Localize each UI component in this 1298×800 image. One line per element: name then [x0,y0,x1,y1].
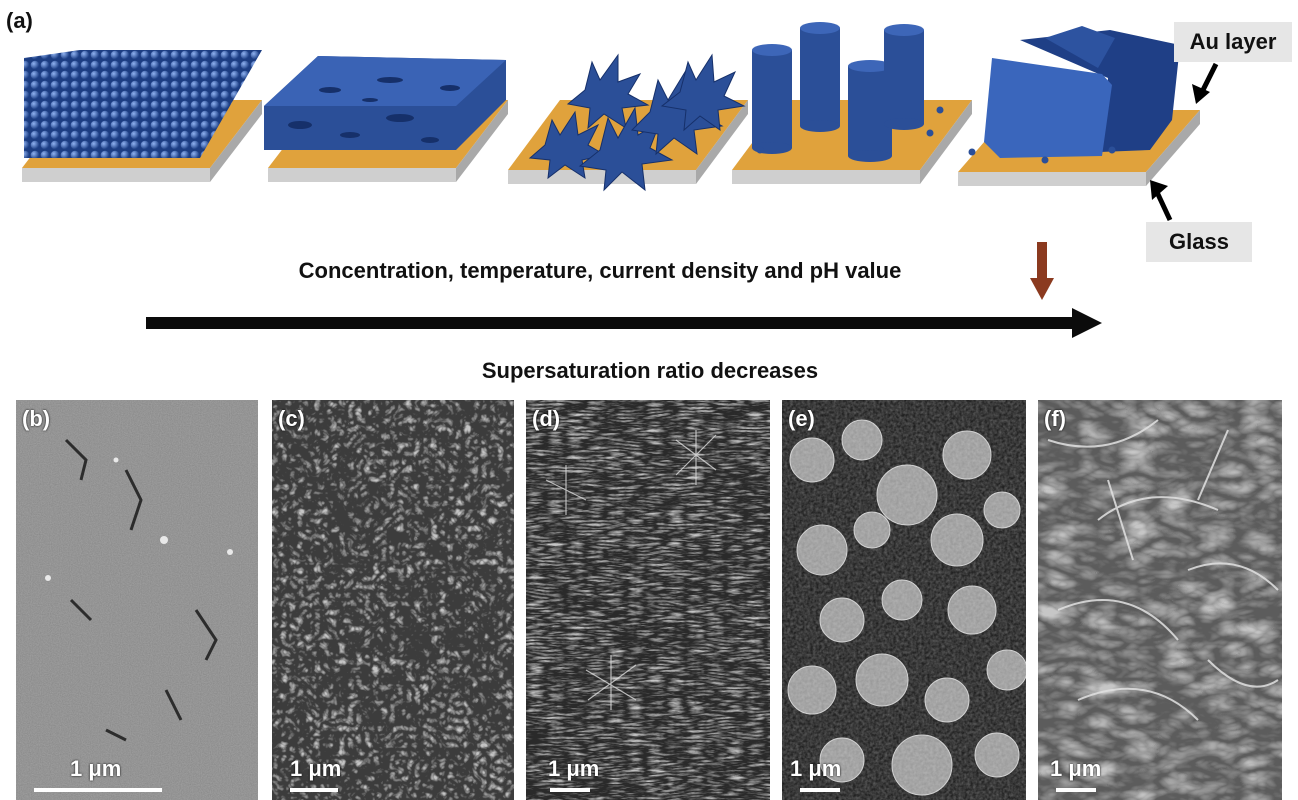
scale-bar-d [550,788,590,792]
scale-label-e: 1 μm [790,756,842,781]
panel-label-f: (f) [1044,406,1066,431]
nanoparticle-film [24,50,262,158]
scale-label-c: 1 μm [290,756,342,781]
glass-callout: Glass [1146,222,1252,262]
sem-panel-e: (e) 1 μm [782,400,1026,800]
pointer-arrows [1150,62,1219,222]
scale-bar-f [1056,788,1096,792]
nanorod-pillars [752,22,924,162]
down-arrow-icon [1030,242,1054,300]
scale-bar-e [800,788,840,792]
panel-label-b: (b) [22,406,51,431]
sem-panel-b: (b) 1 μm [16,400,258,800]
growth-schematic [22,22,1219,222]
substrate-5 [958,26,1200,186]
sem-panel-d: (d) 1 μm [526,400,770,800]
panel-label-e: (e) [788,406,815,431]
supersaturation-caption: Supersaturation ratio decreases [481,358,819,383]
panel-label-c: (c) [278,406,305,431]
substrate-4 [732,22,972,184]
substrate-2 [264,56,508,182]
substrate-1 [22,50,262,182]
urchin-clusters [528,53,746,192]
long-right-arrow-icon [146,308,1102,338]
process-parameters-caption: Concentration, temperature, current dens… [298,258,902,283]
au-layer-callout: Au layer [1174,22,1292,62]
nanosheet-flakes [984,26,1180,158]
scale-label-d: 1 μm [548,756,600,781]
substrate-3 [508,53,748,192]
scale-label-f: 1 μm [1050,756,1102,781]
panel-a-label: (a) [6,8,33,33]
scale-bar-b [34,788,162,792]
scale-label-b: 1 μm [70,756,122,781]
sem-panel-f: (f) 1 μm [1038,400,1282,800]
sem-panel-c: (c) 1 μm [272,400,514,800]
scale-bar-c [290,788,338,792]
panel-label-d: (d) [532,406,561,431]
